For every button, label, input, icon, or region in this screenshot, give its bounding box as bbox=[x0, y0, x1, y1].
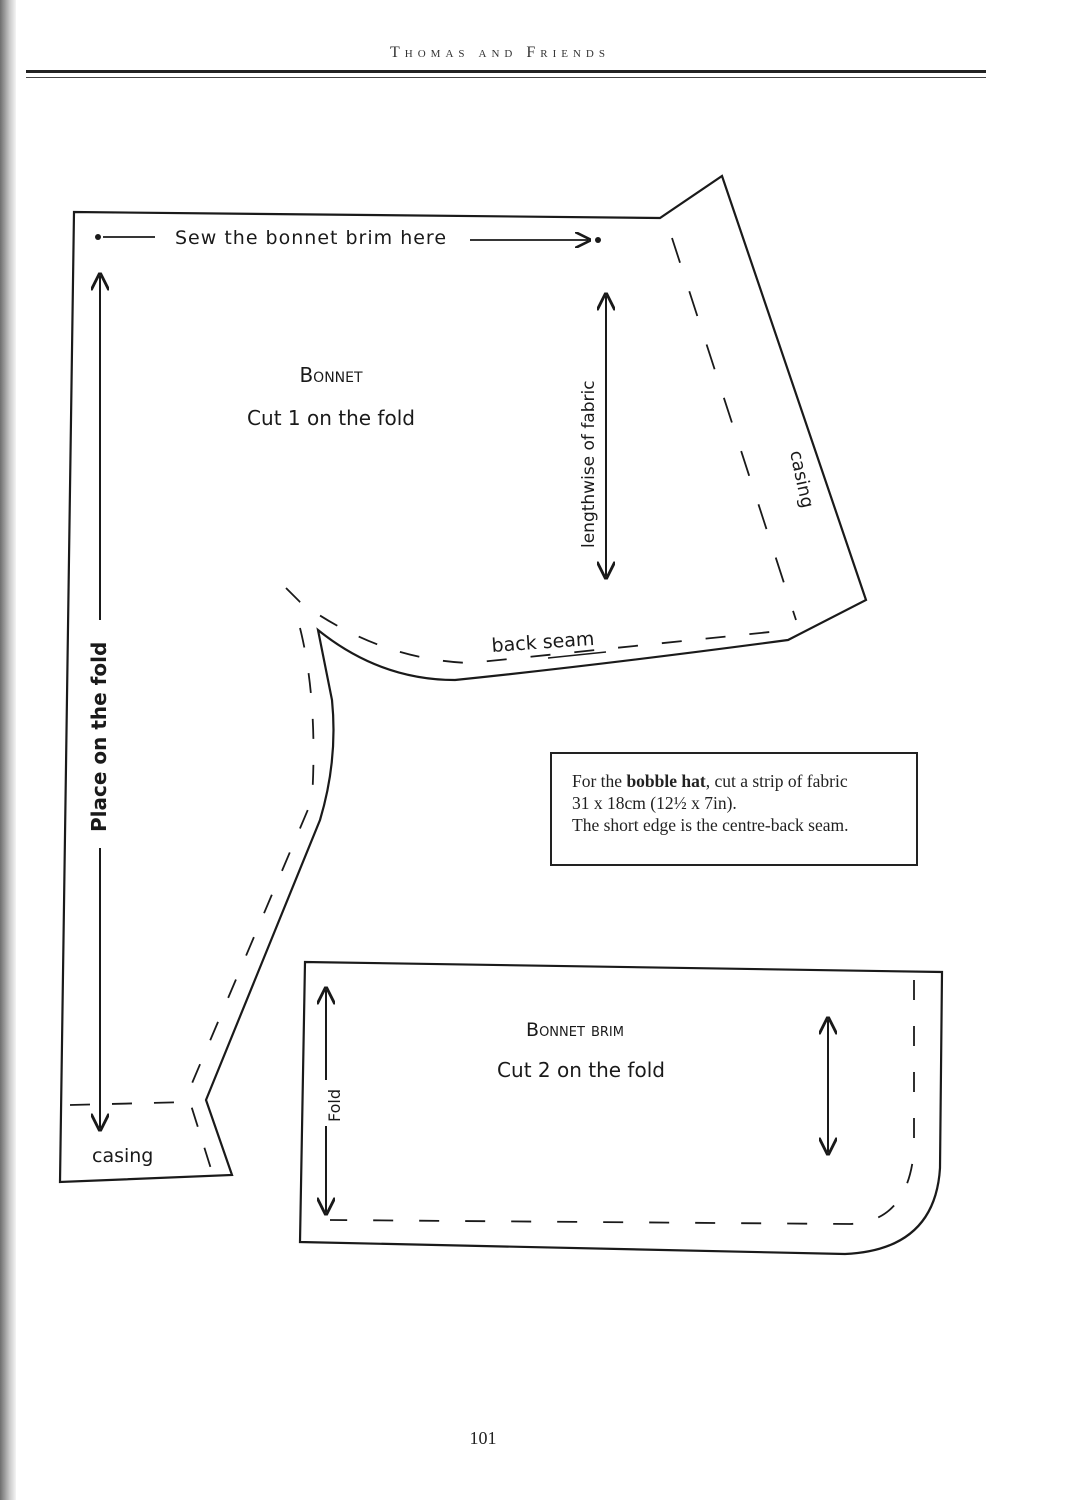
bobble-hat-note: For the bobble hat, cut a strip of fabri… bbox=[550, 752, 918, 866]
brim-start-dot bbox=[95, 234, 101, 240]
running-head: Thomas and Friends bbox=[390, 44, 610, 61]
place-on-fold-label: Place on the fold bbox=[87, 642, 111, 832]
header-rule-thin bbox=[26, 77, 986, 78]
book-spine-shadow bbox=[0, 0, 16, 1500]
casing-right-label: casing bbox=[785, 449, 818, 510]
note-line-3: The short edge is the centre-back seam. bbox=[572, 815, 849, 835]
casing-bottom-label: casing bbox=[92, 1145, 153, 1167]
brim-seam-line bbox=[329, 980, 915, 1225]
brim-end-dot bbox=[595, 237, 601, 243]
note-line-1: For the bobble hat, cut a strip of fabri… bbox=[572, 770, 916, 792]
bonnet-casing-line bbox=[69, 1101, 213, 1173]
brim-title: Bonnet brim bbox=[526, 1019, 624, 1041]
page-number: 101 bbox=[469, 1428, 497, 1448]
brim-outline bbox=[298, 960, 944, 1256]
note-line1-suffix: , cut a strip of fabric bbox=[705, 771, 848, 791]
header-rule-thick bbox=[26, 70, 986, 73]
sew-brim-label: Sew the bonnet brim here bbox=[175, 227, 447, 249]
bonnet-neck-seam-line bbox=[189, 627, 315, 1089]
grain-label: lengthwise of fabric bbox=[579, 380, 599, 548]
bonnet-cut-instruction: Cut 1 on the fold bbox=[247, 406, 415, 430]
brim-fold-label: Fold bbox=[325, 1089, 344, 1122]
bonnet-back-seam-line bbox=[285, 587, 771, 664]
bonnet-title: Bonnet bbox=[299, 363, 363, 387]
note-line1-prefix: For the bbox=[572, 771, 627, 791]
bonnet-right-seam-line bbox=[671, 237, 797, 621]
back-seam-label: back seam bbox=[491, 628, 595, 657]
brim-cut-instruction: Cut 2 on the fold bbox=[497, 1058, 665, 1082]
back-seam-underline bbox=[547, 651, 607, 659]
note-line-2: 31 x 18cm (12½ x 7in). bbox=[572, 793, 737, 813]
note-line1-bold: bobble hat bbox=[626, 771, 706, 791]
bonnet-outline bbox=[58, 174, 868, 1184]
